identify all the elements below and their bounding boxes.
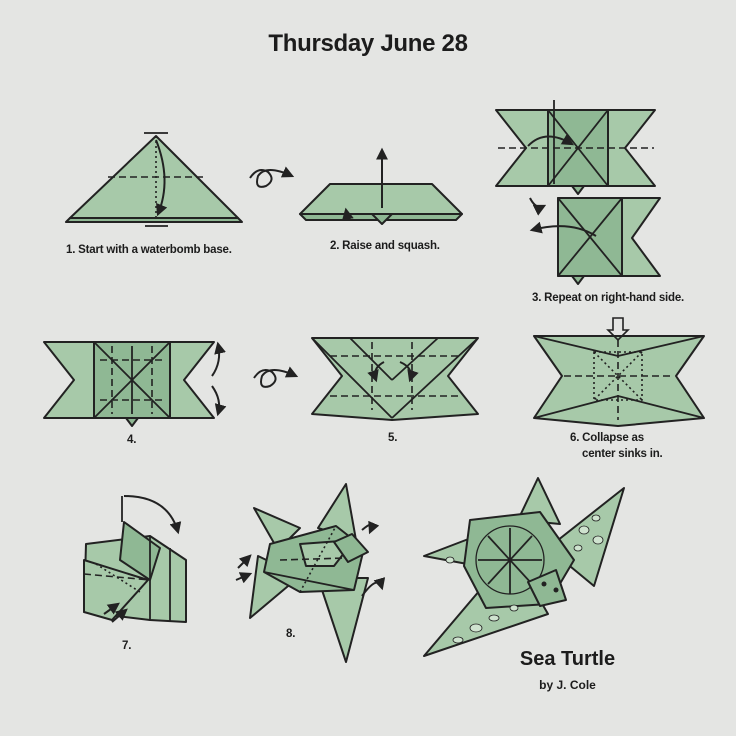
model-name: Sea Turtle	[519, 648, 616, 670]
turn-over-icon	[249, 166, 295, 188]
step-4-diagram	[43, 341, 227, 427]
step-1-diagram	[65, 132, 243, 227]
step-6-diagram	[533, 317, 705, 427]
step-2-diagram	[299, 147, 463, 225]
step-6-caption-line2: center sinks in.	[582, 448, 663, 460]
step-8-caption: 8.	[286, 628, 296, 640]
step-6-caption-line1: 6. Collapse as	[570, 432, 644, 444]
step-2-caption: 2. Raise and squash.	[330, 240, 440, 252]
step-5-diagram	[311, 337, 479, 421]
step-4-caption: 4.	[127, 434, 137, 446]
step-3-caption: 3. Repeat on right-hand side.	[532, 292, 685, 304]
page-title: Thursday June 28	[268, 30, 468, 57]
step-7-diagram	[83, 495, 187, 623]
sea-turtle-diagram	[423, 477, 625, 657]
step-3-diagram	[495, 100, 661, 285]
step-1-caption: 1. Start with a waterbomb base.	[66, 244, 232, 256]
step-5-caption: 5.	[388, 432, 398, 444]
model-author: by J. Cole	[539, 678, 596, 692]
turn-over-icon	[253, 366, 299, 388]
step-7-caption: 7.	[122, 640, 132, 652]
step-8-diagram	[235, 483, 386, 663]
push-arrow-icon	[606, 317, 630, 342]
